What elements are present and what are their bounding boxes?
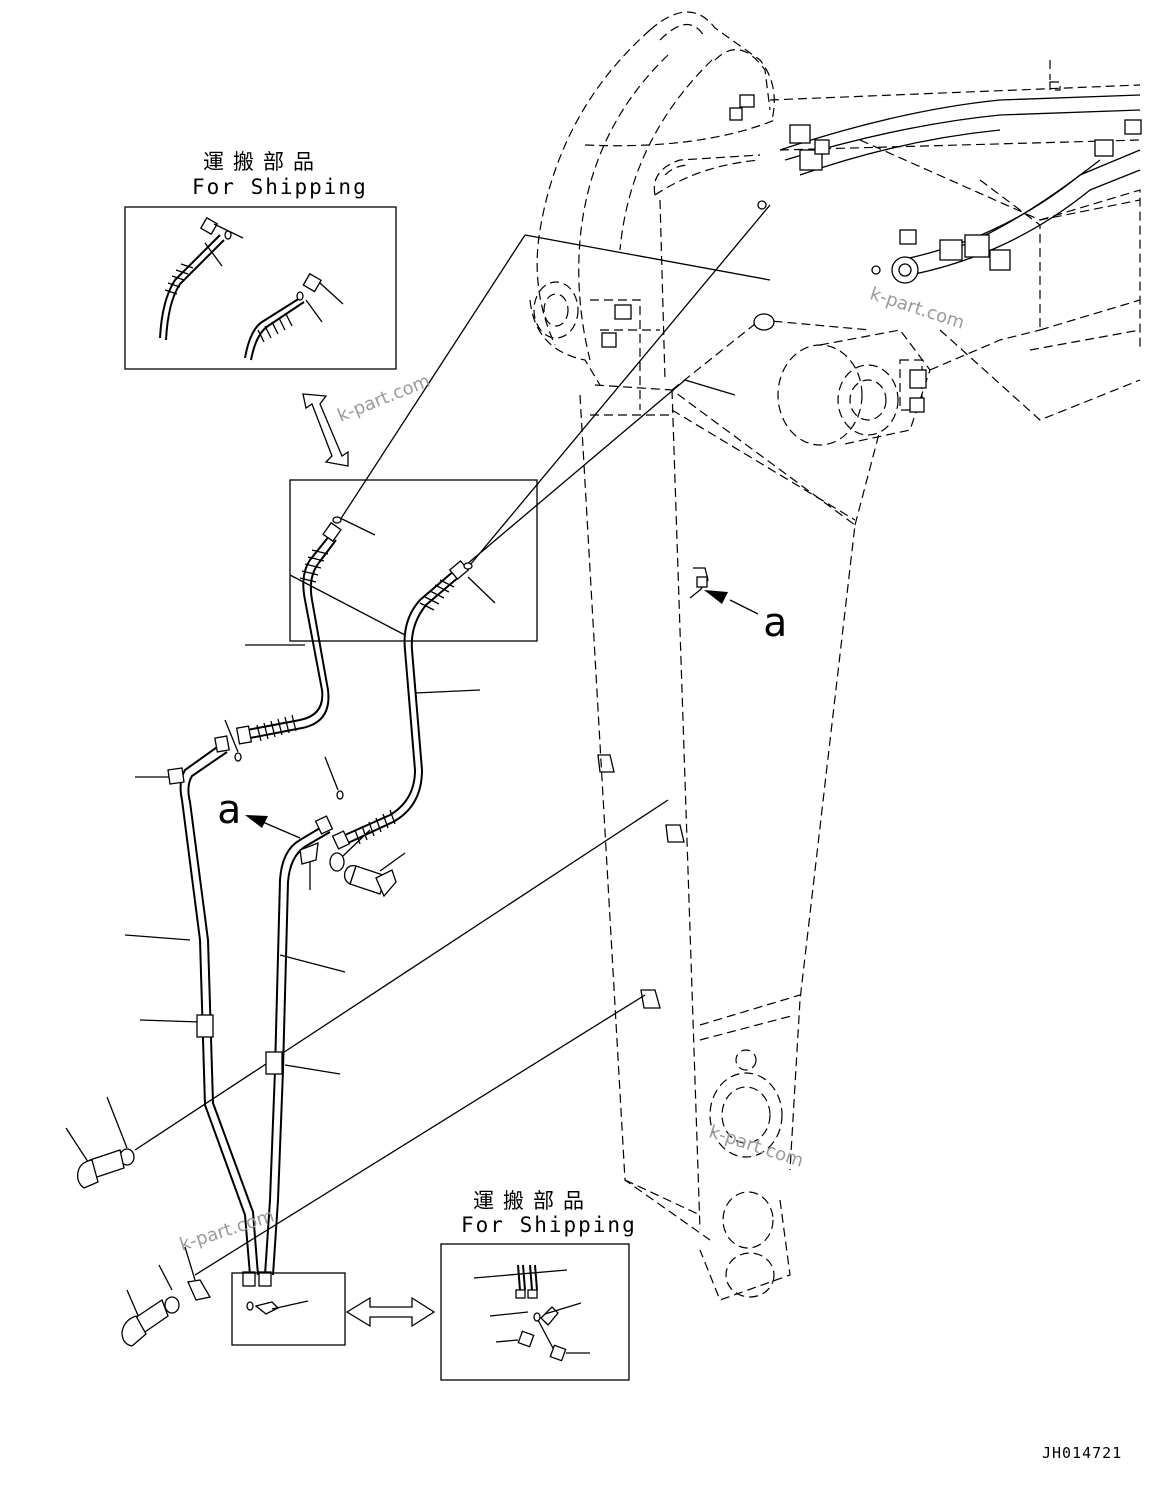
boom-clamps [597,567,759,1009]
detail-box-top-shipping [124,206,397,370]
detail-box-bottom-small [231,1272,346,1346]
leader-lines [65,204,771,1321]
shipping-label-bottom-jp: 運搬部品 [473,1189,593,1213]
shipping-label-top-en: For Shipping [192,175,368,199]
detail-box-upper-hose [289,479,538,642]
bolt-bottom [121,1279,212,1347]
shipping-label-bottom-en: For Shipping [461,1213,637,1237]
detail-box-bottom-shipping [440,1243,630,1381]
shipping-label-top-jp: 運搬部品 [203,150,323,174]
bolt-upper [343,864,397,898]
callout-a-right: a [763,600,788,646]
double-arrow-top [302,393,349,467]
callout-a-left: a [217,787,242,833]
hydraulic-pipes [76,516,473,1347]
bolt-left [76,1148,135,1189]
double-arrow-bottom [345,1296,436,1328]
drawing-number: JH014721 [1042,1444,1123,1462]
boom-outline [529,11,1141,1301]
boom-top-hoses [601,94,1142,413]
